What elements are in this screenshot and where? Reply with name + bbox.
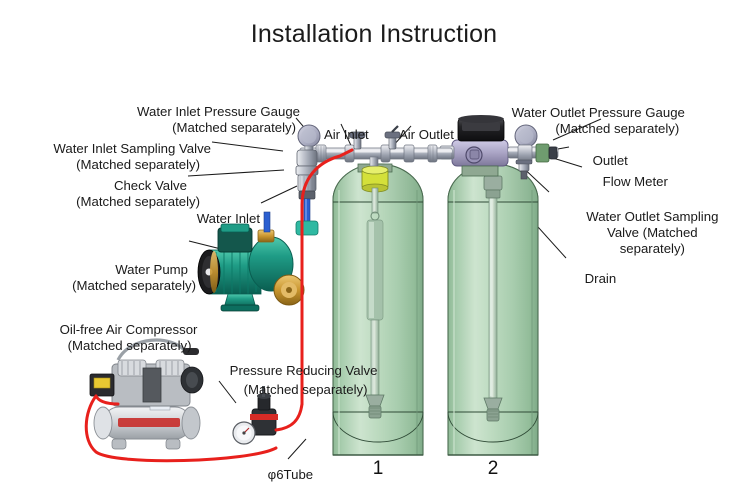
label-water-inlet: Water Inlet — [196, 211, 260, 227]
water-inlet-pressure-gauge — [297, 124, 321, 153]
label-check-valve: Check Valve — [113, 178, 187, 194]
label-air-outlet: Air Outlet — [398, 127, 454, 143]
air-inlet-valve — [349, 131, 366, 150]
label-tube: φ6Tube — [267, 467, 314, 483]
label-check-valve-sub: (Matched separately) — [76, 194, 200, 210]
drain-port — [469, 149, 480, 160]
flow-meter — [535, 143, 558, 163]
label-water-inlet-pressure-gauge: Water Inlet Pressure Gauge — [0, 89, 300, 135]
label-water-inlet-pressure-gauge-sub: (Matched separately) — [172, 120, 296, 136]
tank-1-number: 1 — [372, 458, 384, 479]
label-drain: Drain — [584, 271, 617, 287]
tank-2 — [447, 163, 539, 456]
air-outlet-valve — [384, 125, 401, 150]
label-water-pump-sub: (Matched separately) — [72, 278, 196, 294]
label-flow-meter: Flow Meter — [602, 174, 668, 190]
label-water-outlet-pressure-gauge: Water Outlet Pressure Gauge — [511, 105, 685, 121]
air-compressor — [89, 338, 204, 450]
label-water-outlet-pressure-gauge-sub: (Matched separately) — [555, 121, 680, 137]
label-air-inlet: Air Inlet — [323, 127, 369, 143]
label-pressure-reducing-valve: Pressure Reducing Valve — [229, 363, 378, 379]
label-air-compressor: Oil-free Air Compressor — [59, 322, 198, 338]
control-valve-head — [439, 115, 509, 177]
label-water-outlet-sampling-valve: Water Outlet Sampling — [586, 209, 719, 225]
water-outlet-pressure-gauge — [514, 124, 538, 151]
label-pressure-reducing-valve-sub: (Matched separately) — [243, 382, 368, 398]
outlet-piping — [507, 124, 559, 180]
label-water-pump: Water Pump — [115, 262, 188, 278]
label-water-inlet-sampling-valve: Water Inlet Sampling Valve — [53, 141, 211, 157]
label-water-inlet-pressure-gauge-line1: Water Inlet Pressure Gauge — [137, 104, 300, 120]
label-air-compressor-sub: (Matched separately) — [67, 338, 192, 354]
pressure-reducing-valve — [232, 386, 278, 445]
label-water-outlet-sampling-valve-line3: separately) — [619, 241, 685, 257]
inlet-valve-stack — [295, 124, 321, 236]
air-tubing — [84, 148, 354, 463]
water-pump — [197, 211, 305, 312]
label-water-outlet-sampling-valve-line2: Valve (Matched — [607, 225, 698, 241]
tank-1 — [332, 163, 424, 456]
tank-2-number: 2 — [487, 458, 499, 479]
page-title: Installation Instruction — [250, 20, 498, 48]
label-water-inlet-sampling-valve-sub: (Matched separately) — [76, 157, 200, 173]
label-outlet: Outlet — [592, 153, 628, 169]
water-outlet-sampling-valve — [515, 159, 533, 180]
